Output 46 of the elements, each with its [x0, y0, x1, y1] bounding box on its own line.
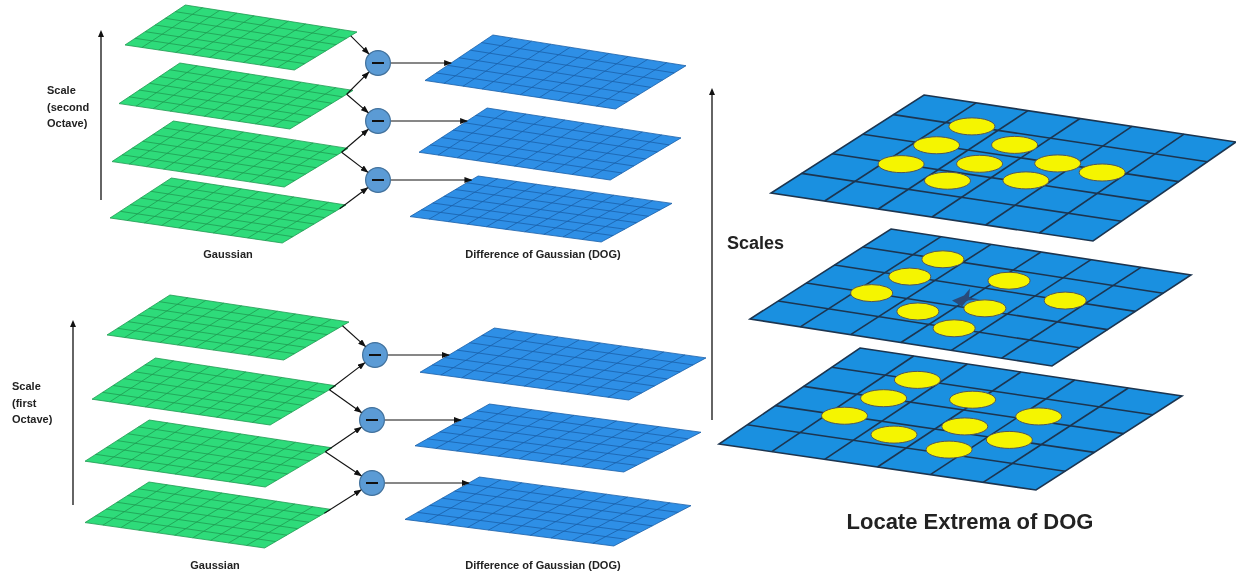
layer-caption: Gaussian [203, 247, 253, 262]
arrow [384, 480, 470, 486]
subtraction-circle [359, 407, 385, 433]
arrow [324, 426, 363, 453]
axis-label: Scale (first Octave) [12, 379, 54, 427]
axis-label: Scales [727, 233, 785, 255]
arrow [387, 352, 450, 358]
grid-plane [85, 420, 332, 487]
diagram-caption: Locate Extrema of DOG [846, 508, 1094, 536]
grid-plane [119, 63, 353, 129]
arrow [390, 118, 469, 124]
arrow [346, 71, 370, 95]
grid-plane [420, 328, 706, 400]
subtraction-circle [365, 108, 391, 134]
arrow [350, 35, 370, 55]
grid-plane [419, 108, 681, 180]
grid-plane [92, 358, 336, 425]
grid-plane [405, 477, 691, 546]
subtraction-circle [365, 50, 391, 76]
axis-label: Scale (second Octave) [47, 83, 91, 131]
arrow [341, 128, 369, 153]
grid-plane [425, 35, 686, 109]
subtraction-circle [359, 470, 385, 496]
layer-caption: Difference of Gaussian (DOG) [465, 247, 621, 262]
arrow [390, 60, 453, 66]
grid-plane [415, 404, 701, 472]
grid-plane [107, 295, 349, 360]
subtraction-circle [362, 342, 388, 368]
arrow [339, 187, 369, 210]
arrow [390, 177, 473, 183]
arrow [328, 389, 363, 414]
grid-plane [112, 121, 348, 187]
arrow [328, 362, 366, 391]
layer-caption: Gaussian [190, 558, 240, 573]
subtraction-circle [365, 167, 391, 193]
layer-caption: Difference of Gaussian (DOG) [465, 558, 621, 573]
grid-plane [110, 178, 346, 243]
arrow [341, 325, 367, 347]
arrow [323, 489, 362, 514]
grid-plane [410, 176, 672, 242]
grid-plane [85, 482, 331, 548]
arrow [384, 417, 462, 423]
arrow [346, 93, 369, 114]
grid-plane [125, 5, 357, 70]
arrow [324, 451, 363, 477]
arrow [341, 151, 369, 173]
